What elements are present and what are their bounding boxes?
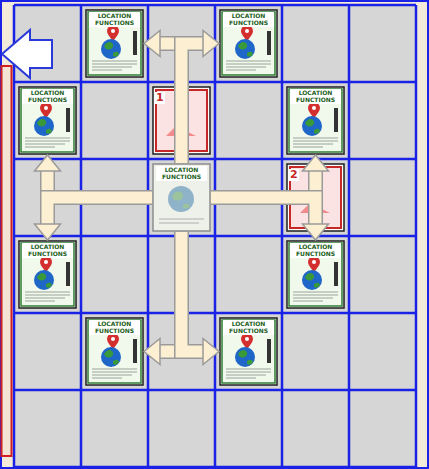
location-card: LOCATION FUNCTIONS <box>286 86 345 155</box>
card-heading: LOCATION FUNCTIONS <box>290 89 341 104</box>
location-card: LOCATION FUNCTIONS <box>18 240 77 309</box>
card-heading: LOCATION FUNCTIONS <box>22 89 73 104</box>
location-card: LOCATION FUNCTIONS <box>18 86 77 155</box>
callout-arrow <box>2 30 52 78</box>
card-heading: LOCATION FUNCTIONS <box>223 320 274 335</box>
card-heading: LOCATION FUNCTIONS <box>89 320 140 335</box>
move-arrow <box>182 31 220 164</box>
location-card: LOCATION FUNCTIONS <box>85 317 144 386</box>
move-arrow <box>211 198 329 241</box>
move-arrow <box>182 232 220 365</box>
number-card: 1 <box>152 86 211 155</box>
card-heading: LOCATION FUNCTIONS <box>223 12 274 27</box>
card-number: 1 <box>155 92 165 104</box>
card-heading: LOCATION FUNCTIONS <box>290 243 341 258</box>
card-heading: LOCATION FUNCTIONS <box>22 243 73 258</box>
location-card: LOCATION FUNCTIONS <box>152 163 211 232</box>
move-arrow <box>35 198 153 241</box>
number-card: 2 <box>286 163 345 232</box>
card-number: 2 <box>289 169 299 181</box>
location-card: LOCATION FUNCTIONS <box>85 9 144 78</box>
card-heading: LOCATION FUNCTIONS <box>89 12 140 27</box>
location-card: LOCATION FUNCTIONS <box>219 317 278 386</box>
location-card: LOCATION FUNCTIONS <box>286 240 345 309</box>
card-heading: LOCATION FUNCTIONS <box>156 166 207 181</box>
location-card: LOCATION FUNCTIONS <box>219 9 278 78</box>
